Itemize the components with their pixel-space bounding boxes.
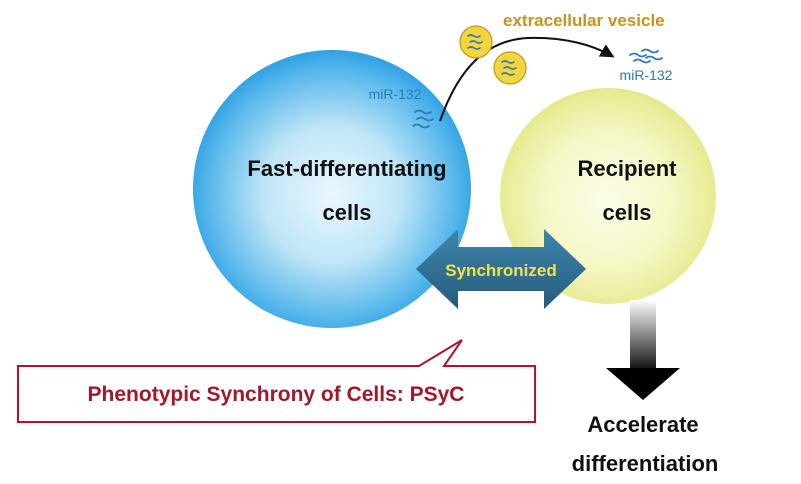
down-arrow-icon (606, 300, 680, 400)
outcome-label-line2: differentiation (572, 451, 719, 476)
right-cell-label-line1: Recipient (577, 156, 677, 181)
transfer-arrow-icon (439, 36, 615, 122)
left-cell-label-line1: Fast-differentiating (247, 156, 446, 181)
sync-label: Synchronized (445, 261, 556, 280)
left-cell-label-line2: cells (323, 200, 372, 225)
callout-label: Phenotypic Synchrony of Cells: PSyC (88, 383, 465, 406)
mirna-strand-icon (629, 48, 663, 64)
vesicle-icon (493, 51, 527, 85)
fast-differentiating-cell-circle (193, 50, 471, 328)
right-mirna-label: miR-132 (620, 67, 673, 83)
vesicle-icon (459, 25, 493, 59)
right-cell-label-line2: cells (603, 200, 652, 225)
double-arrow-icon (416, 229, 586, 309)
left-mirna-label: miR-132 (369, 86, 422, 102)
outcome-label-line1: Accelerate (587, 412, 698, 437)
mirna-strand-icon (412, 109, 434, 129)
callout-box (17, 339, 536, 423)
vesicle-label: extracellular vesicle (503, 11, 665, 30)
